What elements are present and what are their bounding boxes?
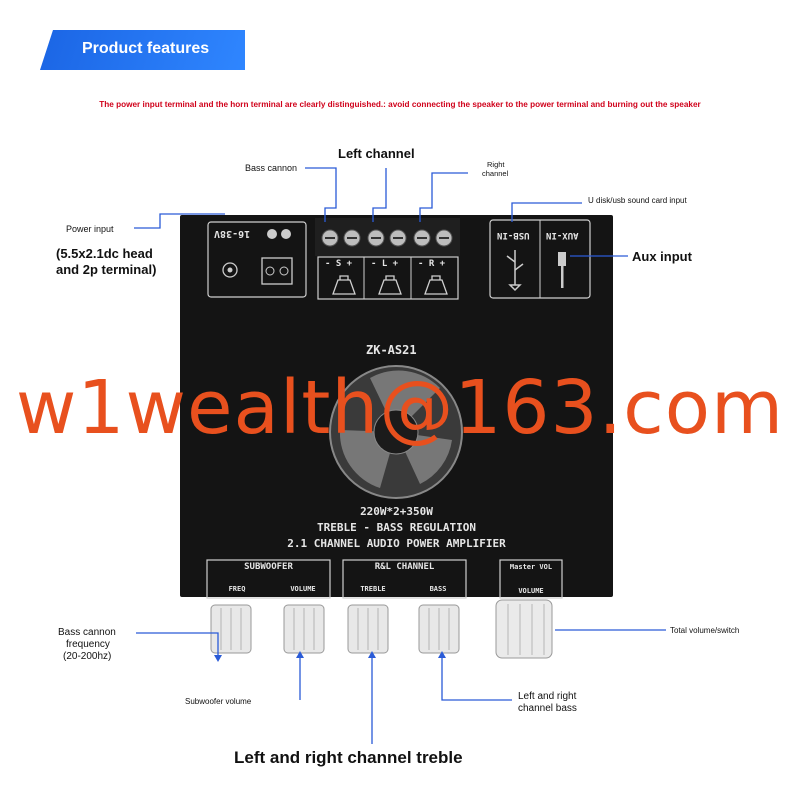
speaker-icon-box <box>317 256 459 300</box>
freq-label: FREQ <box>228 585 246 593</box>
terminal-s-label: - S + <box>325 259 353 269</box>
terminal-2p-screw <box>279 266 289 276</box>
treble-label: TREBLE <box>360 585 386 593</box>
subwoofer-panel <box>206 559 331 599</box>
left-channel-label: Left channel <box>338 146 415 161</box>
master-panel <box>499 559 563 599</box>
power-rating: 220W*2+350W <box>360 505 433 518</box>
right-channel-label-1: Right <box>487 160 505 169</box>
total-volume-label: Total volume/switch <box>670 626 740 635</box>
subwoofer-volume-label: Subwoofer volume <box>185 697 252 706</box>
aux-input-label: Aux input <box>632 249 692 264</box>
dc-jack-pin <box>227 267 233 273</box>
power-detail-1: (5.5x2.1dc head <box>56 246 153 261</box>
knobs <box>210 599 553 659</box>
bass-freq-label-1: Bass cannon <box>58 627 116 638</box>
power-section-box <box>207 221 307 298</box>
subwoofer-title: SUBWOOFER <box>244 562 293 572</box>
aux-jack-icon <box>558 252 566 288</box>
rl-channel-panel <box>342 559 467 599</box>
terminal-r-label: - R + <box>418 259 446 269</box>
banner-title: Product features <box>82 40 210 57</box>
dc-jack-icon <box>222 262 238 278</box>
speaker-icon <box>378 275 402 295</box>
dc-jack-screw <box>281 229 291 239</box>
aux-in-label: AUX-IN <box>546 230 579 240</box>
model-label: ZK-AS21 <box>366 343 417 357</box>
speaker-icon <box>424 275 448 295</box>
usb-input-label: U disk/usb sound card input <box>588 196 687 205</box>
speaker-icon <box>332 275 356 295</box>
product-features-banner: Product features <box>40 30 245 70</box>
bass-freq-label-3: (20-200hz) <box>63 651 112 662</box>
knob-grips <box>220 604 545 655</box>
dc-jack-screw <box>267 229 277 239</box>
warning-text: The power input terminal and the horn te… <box>99 100 701 109</box>
callout-lines <box>134 167 666 744</box>
master-volume-label: VOLUME <box>518 587 544 595</box>
terminal-2p-icon <box>261 257 293 285</box>
terminal-2p-screw <box>265 266 275 276</box>
bass-freq-label-2: frequency <box>66 639 110 650</box>
master-vol-title: Master VOL <box>509 563 553 571</box>
power-input-label: Power input <box>66 224 114 234</box>
amplifier-description: 2.1 CHANNEL AUDIO POWER AMPLIFIER <box>287 537 506 550</box>
usb-in-label: USB-IN <box>497 230 530 240</box>
regulation-text: TREBLE - BASS REGULATION <box>317 521 476 534</box>
lr-bass-label-2: channel bass <box>518 703 577 714</box>
lr-bass-label-1: Left and right <box>518 691 577 702</box>
rl-channel-title: R&L CHANNEL <box>374 562 435 572</box>
bass-cannon-label: Bass cannon <box>245 163 298 173</box>
sub-volume-label: VOLUME <box>290 585 316 593</box>
right-channel-label-2: channel <box>482 169 509 178</box>
power-detail-2: and 2p terminal) <box>56 262 157 277</box>
voltage-label: 16-38V <box>214 228 251 239</box>
master-volume-knob <box>495 599 553 659</box>
terminal-l-label: - L + <box>371 259 399 269</box>
usb-icon <box>506 250 524 292</box>
bass-label: BASS <box>429 585 447 593</box>
lr-treble-label: Left and right channel treble <box>234 748 463 767</box>
watermark: w1wealth@163.com <box>15 365 785 451</box>
fan-hub <box>373 409 419 455</box>
callout-arrows <box>214 651 446 662</box>
